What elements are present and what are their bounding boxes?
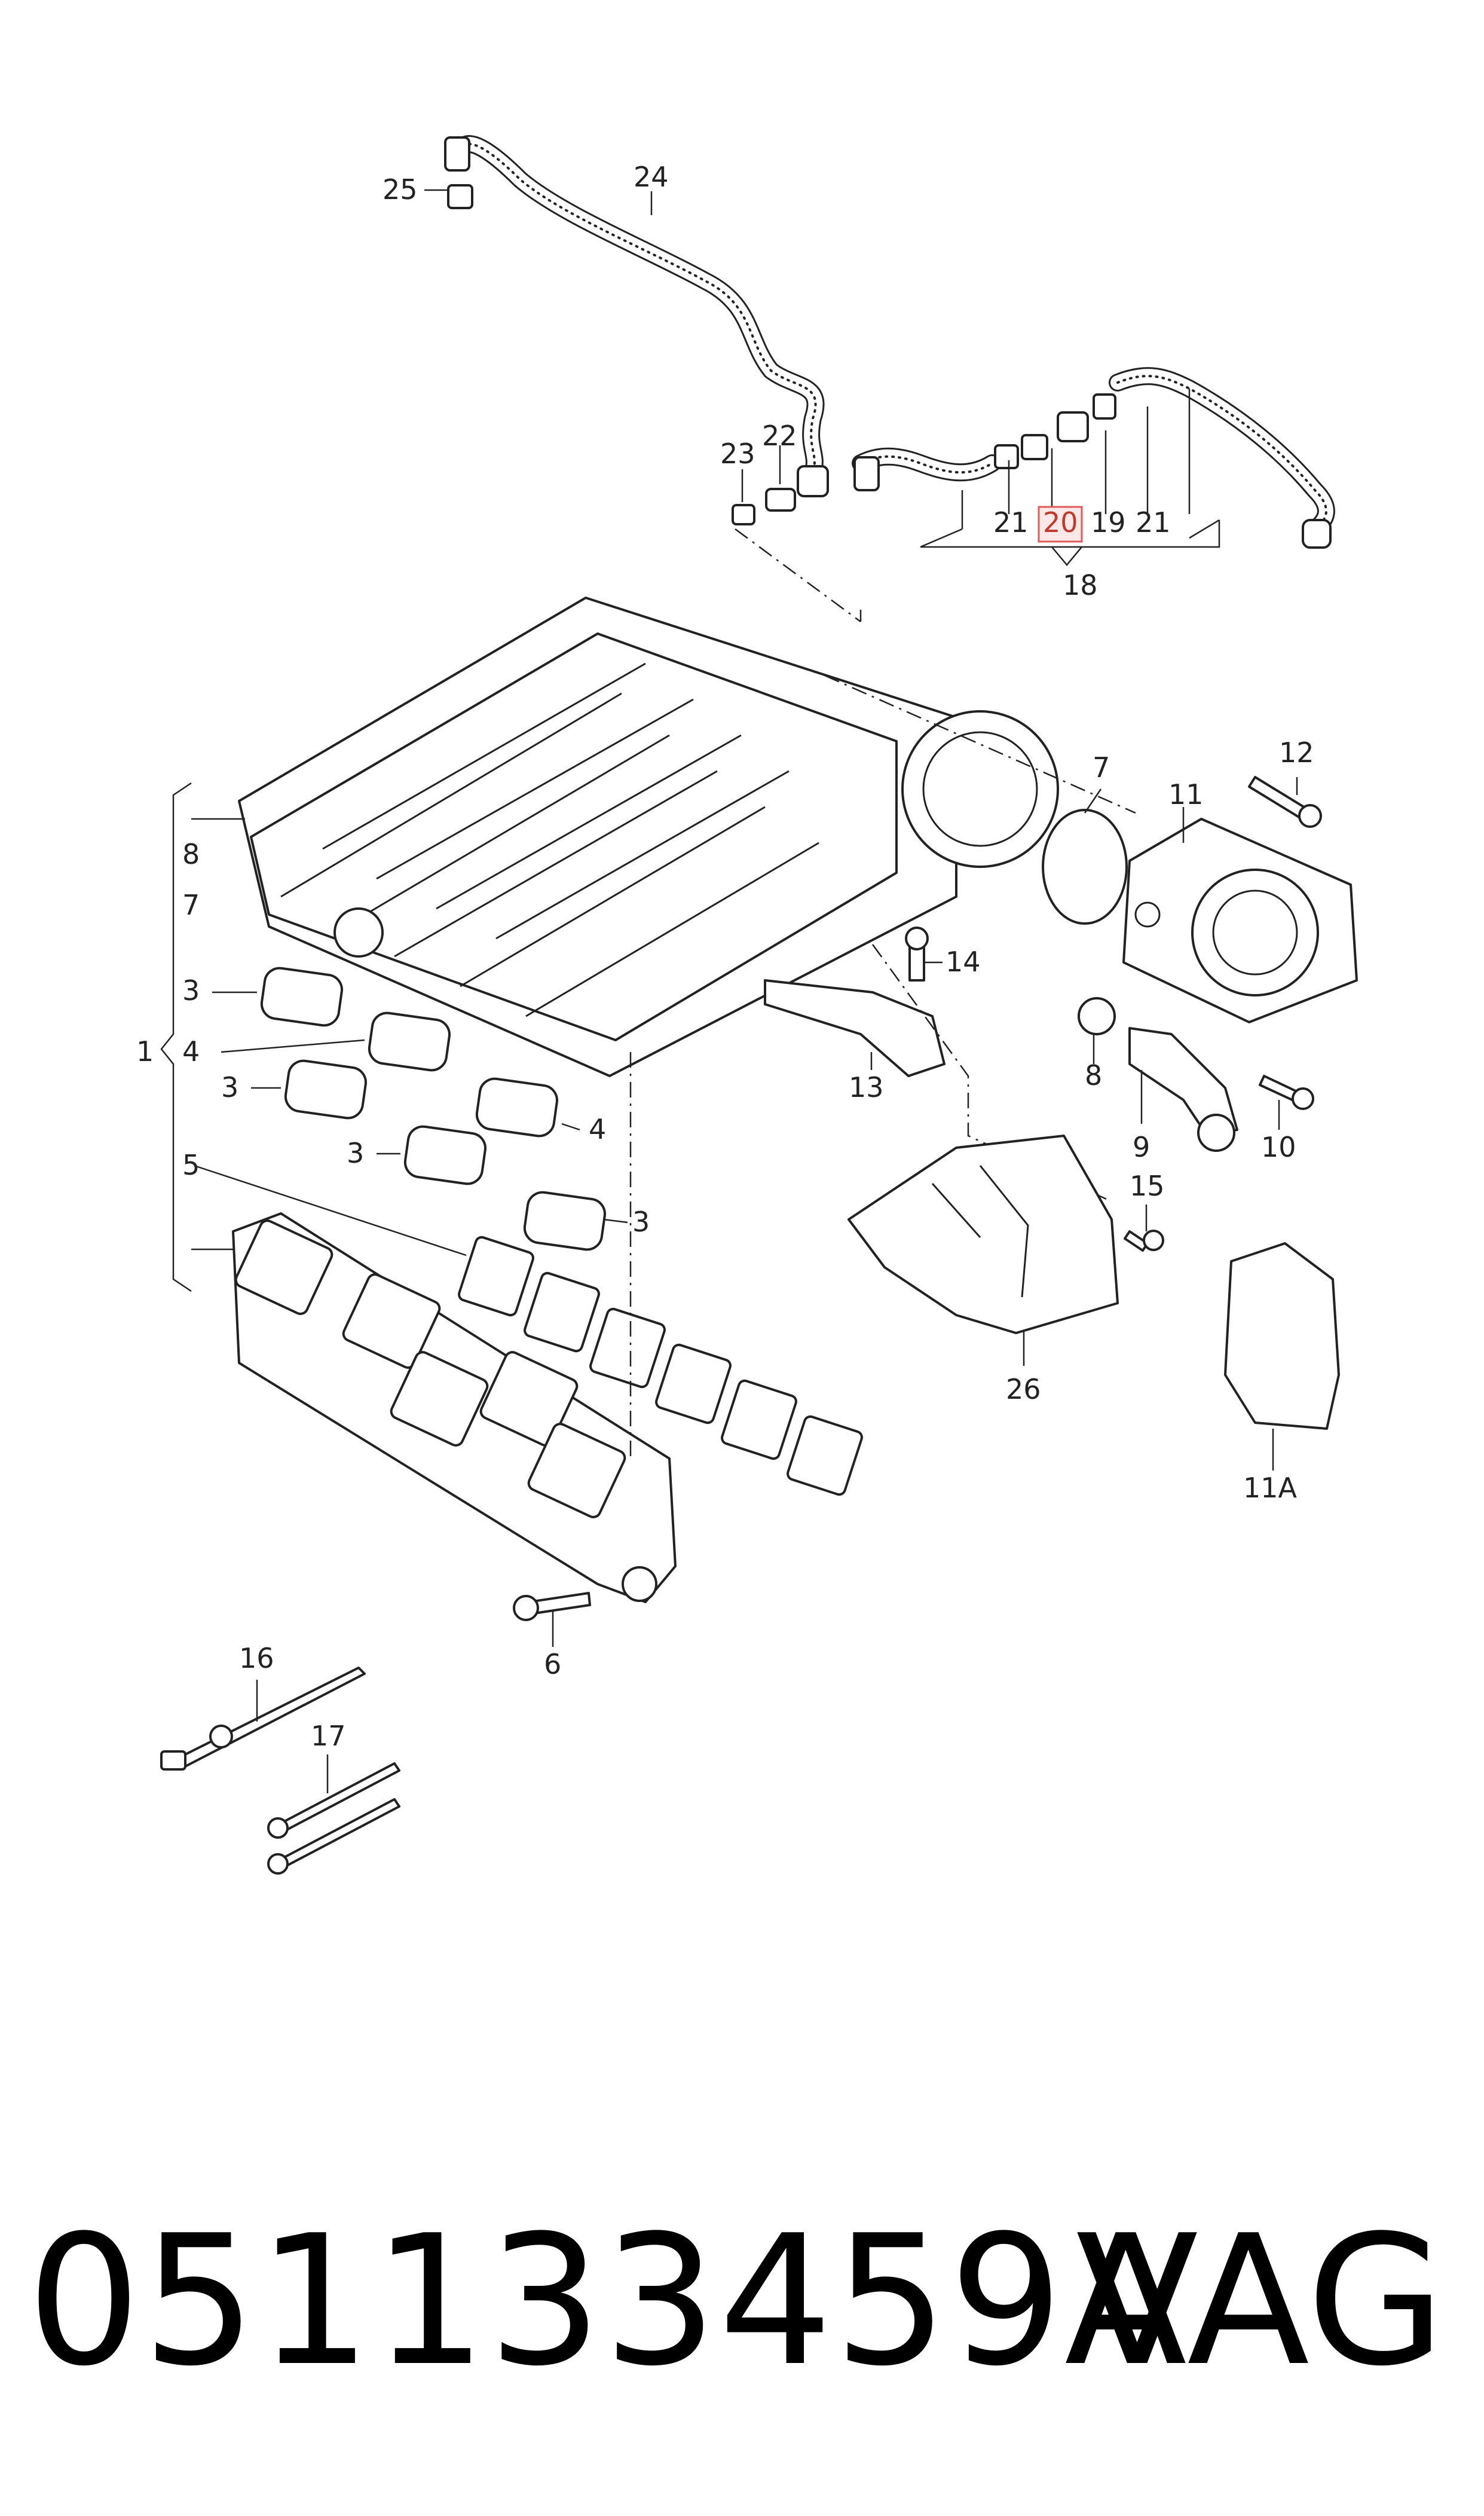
dash-24-manifold [735,528,862,623]
callout-24: 24 [634,161,669,193]
callout-19: 19 [1091,506,1126,539]
clamp-8 [1078,997,1116,1035]
connector-22-23 [732,488,796,525]
callout-10: 10 [1261,1131,1296,1163]
cable-tie-16 [160,1667,366,1771]
intake-manifold-lower [232,1212,677,1603]
brand-name: VAG [1076,2197,1446,2405]
callout-21-right: 21 [1136,506,1171,539]
callout-5: 5 [182,1149,200,1181]
callout-21-left: 21 [993,506,1029,539]
callout-4-a: 4 [182,1035,200,1068]
throttle-body-11 [1122,818,1358,1023]
seal-7 [1042,809,1128,925]
callout-22: 22 [762,420,797,452]
callout-8-right: 8 [1085,1059,1102,1092]
callout-3-b: 3 [221,1071,238,1103]
hose-24 [444,135,829,497]
gasket-strip-5 [458,1236,863,1496]
callout-7-left: 7 [182,889,200,921]
callout-3-c: 3 [347,1137,364,1169]
callout-23: 23 [720,438,755,470]
callout-11A: 11A [1243,1472,1298,1504]
bracket-1 [160,782,192,1292]
bolt-6 [513,1592,591,1621]
bolt-10 [1259,1075,1314,1110]
callout-13: 13 [849,1071,884,1103]
callout-9: 9 [1133,1131,1150,1163]
callout-4-b: 4 [589,1113,606,1145]
callout-3-d: 3 [632,1206,650,1238]
leader-lines [191,189,1298,1793]
gaskets-3-4 [260,967,606,1251]
callout-12: 12 [1279,736,1314,769]
clip-25 [447,184,473,209]
bolt-15 [1124,1230,1164,1252]
cable-ties-17 [267,1762,400,1875]
callout-6: 6 [544,1648,561,1680]
callout-18: 18 [1063,569,1098,601]
callout-3-a: 3 [182,974,200,1007]
callouts: 25 24 23 22 21 20 19 21 18 8 7 7 11 12 3… [136,161,1314,1752]
intake-manifold-upper [238,597,1059,1077]
callout-26: 26 [1006,1373,1041,1405]
bolt-14 [905,927,929,982]
bracket-13 [764,979,946,1077]
pipe-9 [1128,1027,1238,1152]
callout-7-right: 7 [1093,751,1110,784]
bolt-12 [1248,776,1322,828]
callout-11: 11 [1168,778,1204,811]
part-number: 051133459A [27,2197,1189,2405]
heat-shield-26 [847,1135,1119,1334]
callout-25: 25 [383,173,418,206]
hose-assembly-18 [852,367,1335,549]
callout-14: 14 [946,946,981,978]
highlight-box-20 [1038,506,1083,543]
callout-17: 17 [311,1720,346,1752]
callout-8-left: 8 [182,838,200,870]
parts-diagram: 25 24 23 22 21 20 19 21 18 8 7 7 11 12 3… [136,135,1358,1875]
callout-20: 20 [1043,506,1078,539]
callout-1: 1 [136,1035,154,1068]
callout-16: 16 [239,1642,274,1674]
callout-15: 15 [1130,1170,1165,1202]
cover-11A [1224,1242,1340,1430]
